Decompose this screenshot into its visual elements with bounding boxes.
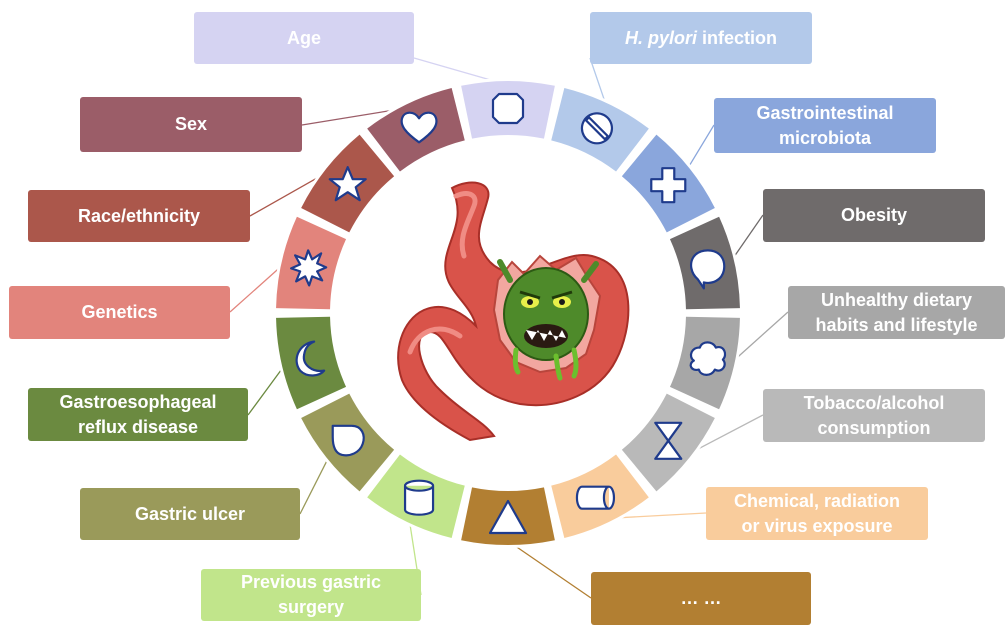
label-box-hpylori: H. pylori infection [590, 12, 812, 64]
label-text-ulcer: Gastric ulcer [135, 502, 245, 527]
label-box-other: … … [591, 572, 811, 625]
explosion-icon [291, 250, 326, 285]
label-text-age: Age [287, 26, 321, 51]
connector-microbiota [686, 125, 714, 171]
label-box-chemical: Chemical, radiation or virus exposure [706, 487, 928, 540]
octagon-icon [493, 94, 523, 123]
label-text-tobacco: Tobacco/alcohol consumption [804, 391, 945, 441]
no-symbol-icon [582, 113, 612, 143]
connector-other [508, 541, 591, 598]
label-box-microbiota: Gastrointestinal microbiota [714, 98, 936, 153]
label-box-sex: Sex [80, 97, 302, 152]
teardrop-icon [333, 426, 364, 456]
label-text-microbiota: Gastrointestinal microbiota [756, 101, 893, 151]
label-box-surgery: Previous gastric surgery [201, 569, 421, 621]
label-text-chemical: Chemical, radiation or virus exposure [734, 489, 900, 539]
connector-ulcer [300, 455, 330, 514]
label-box-gerd: Gastroesophageal reflux disease [28, 388, 248, 441]
label-box-genetics: Genetics [9, 286, 230, 339]
label-text-genetics: Genetics [81, 300, 157, 325]
label-text-obesity: Obesity [841, 203, 907, 228]
connector-gerd [248, 364, 286, 415]
label-box-tobacco: Tobacco/alcohol consumption [763, 389, 985, 442]
label-text-diet: Unhealthy dietary habits and lifestyle [815, 288, 977, 338]
label-box-obesity: Obesity [763, 189, 985, 242]
label-text-gerd: Gastroesophageal reflux disease [59, 390, 216, 440]
label-box-diet: Unhealthy dietary habits and lifestyle [788, 286, 1005, 339]
label-box-ulcer: Gastric ulcer [80, 488, 300, 540]
label-text-other: … … [680, 586, 721, 611]
label-box-age: Age [194, 12, 414, 64]
cloud-icon [691, 342, 725, 375]
label-box-race: Race/ethnicity [28, 190, 250, 242]
label-italic-hpylori: H. pylori [625, 28, 697, 48]
label-text-race: Race/ethnicity [78, 204, 200, 229]
label-text-surgery: Previous gastric surgery [241, 570, 381, 620]
label-text-hpylori: H. pylori infection [625, 26, 777, 51]
label-text-sex: Sex [175, 112, 207, 137]
